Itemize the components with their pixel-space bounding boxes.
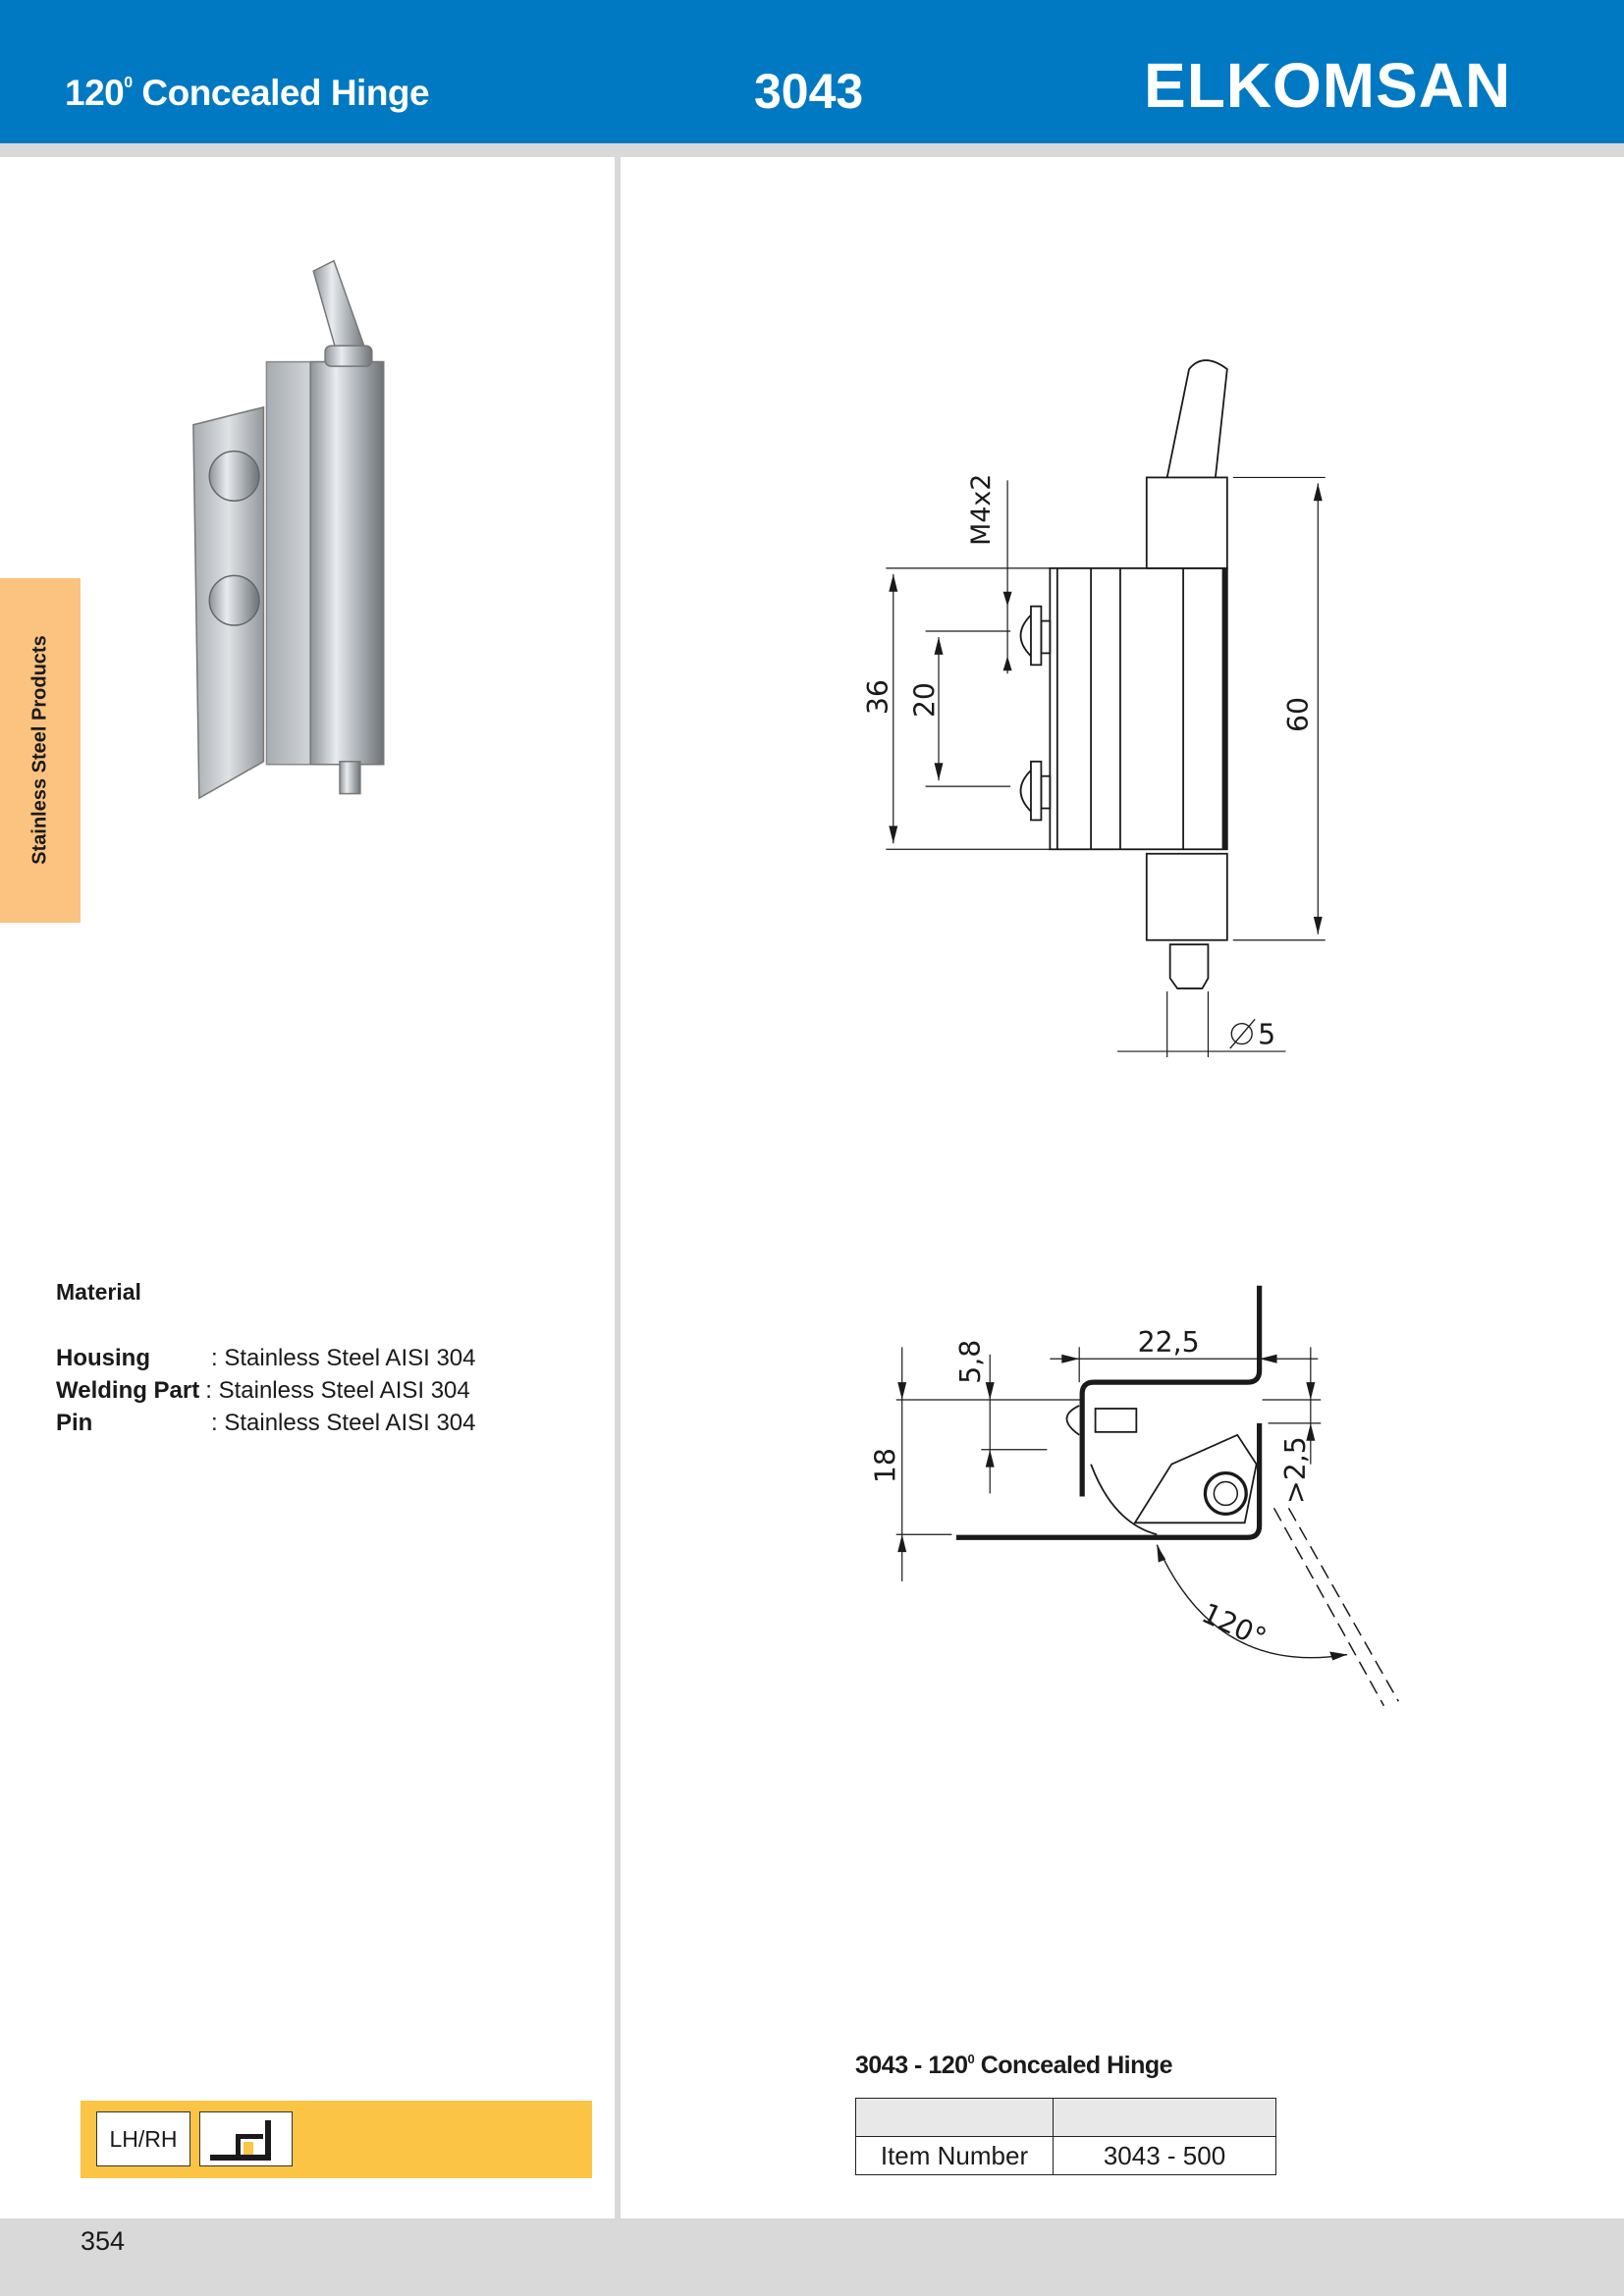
brand-logo: ELKOMSAN [1144, 50, 1512, 121]
material-part: Pin [56, 1410, 93, 1436]
material-part: Housing [56, 1345, 150, 1371]
table-header-row [855, 2098, 1276, 2137]
dim-gap: >2,5 [1279, 1436, 1312, 1504]
dim-hole-span: 36 [862, 679, 894, 715]
item-number-value: 3043 - 500 [1053, 2136, 1276, 2175]
dim-screw-pitch: 20 [909, 682, 942, 718]
dim-offset: 5,8 [954, 1340, 987, 1384]
material-value: : Stainless Steel AISI 304 [211, 1410, 476, 1436]
page-number: 354 [81, 2226, 126, 2256]
dim-thread: M4x2 [966, 474, 997, 546]
dimension-arrows [889, 483, 1323, 934]
item-number-label: Item Number [855, 2136, 1054, 2175]
dim-depth: 18 [869, 1448, 901, 1483]
material-value: : Stainless Steel AISI 304 [211, 1345, 476, 1371]
product-photo [192, 259, 385, 800]
table-row: Item Number 3043 - 500 [855, 2136, 1276, 2175]
section-arrows [897, 1354, 1348, 1661]
front-view-drawing [886, 359, 1326, 1058]
material-row: Housing : Stainless Steel AISI 304 [56, 1345, 476, 1372]
dim-pin-diameter: 5 [1258, 1019, 1275, 1051]
item-table: Item Number 3043 - 500 [855, 2098, 1276, 2175]
dim-width: 22,5 [1138, 1326, 1200, 1359]
header-divider [0, 143, 1624, 157]
header-bar [0, 0, 1624, 143]
material-part: Welding Part [56, 1377, 200, 1404]
category-tab [0, 578, 81, 923]
material-value: : Stainless Steel AISI 304 [205, 1377, 470, 1404]
handing-badge: LH/RH [96, 2111, 190, 2166]
product-code: 3043 [754, 64, 864, 119]
footer-bar [0, 2218, 1624, 2296]
inset-mount-icon [199, 2111, 293, 2166]
material-heading: Material [56, 1279, 141, 1305]
product-title: 1200 Concealed Hinge [65, 73, 430, 113]
item-table-title: 3043 - 1200 Concealed Hinge [855, 2052, 1173, 2079]
column-divider [615, 157, 621, 2218]
dim-angle: 120° [1197, 1597, 1272, 1655]
material-row: Welding Part: Stainless Steel AISI 304 [56, 1377, 470, 1405]
material-row: Pin : Stainless Steel AISI 304 [56, 1410, 476, 1437]
dim-height: 60 [1282, 697, 1315, 732]
